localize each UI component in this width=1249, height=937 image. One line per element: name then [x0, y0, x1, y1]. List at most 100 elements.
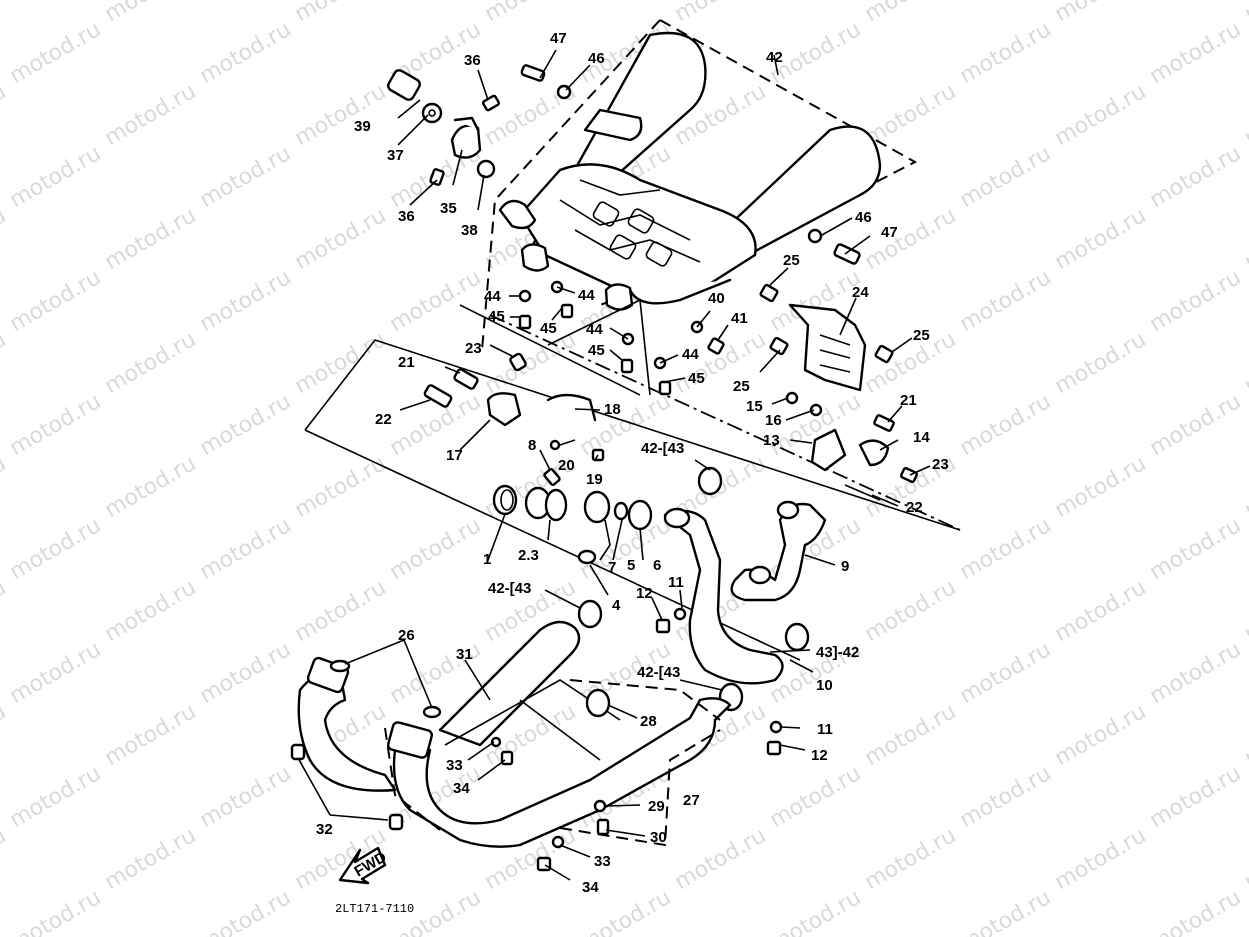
- watermark-text: motod.ru: [766, 761, 866, 833]
- parts-11-12: [655, 607, 783, 756]
- callout-14: 14: [913, 429, 930, 446]
- front-pipe-parts: [423, 352, 653, 565]
- watermark-text: motod.ru: [956, 513, 1056, 585]
- watermark-text: motod.ru: [6, 265, 106, 337]
- callout-24: 24: [852, 284, 869, 301]
- watermark-text: motod.ru: [671, 0, 771, 27]
- callout-34: 34: [453, 780, 470, 797]
- gaskets-43: [577, 466, 810, 712]
- watermark-text: motod.ru: [0, 0, 10, 27]
- callout-21: 21: [398, 354, 415, 371]
- silencer-body: [518, 108, 757, 305]
- watermark-text: motod.ru: [196, 761, 296, 833]
- silencer-mounts: [498, 199, 634, 311]
- watermark-text: motod.ru: [6, 389, 106, 461]
- callout-13: 13: [763, 432, 780, 449]
- drawing-code: 2LT171-7110: [335, 902, 414, 916]
- part-38-collar: [476, 159, 496, 179]
- watermark-text: motod.ru: [0, 823, 10, 895]
- watermark-text: motod.ru: [1241, 575, 1249, 647]
- callout-22: 22: [906, 499, 923, 516]
- callout-42: 42: [766, 49, 783, 66]
- watermark-text: motod.ru: [196, 885, 296, 937]
- callout-33: 33: [446, 757, 463, 774]
- callout-42-43: 42-[43: [641, 440, 684, 457]
- watermark-text: motod.ru: [291, 79, 391, 151]
- watermark-text: motod.ru: [196, 637, 296, 709]
- watermark-text: motod.ru: [196, 17, 296, 89]
- callout-39: 39: [354, 118, 371, 135]
- callout-11: 11: [668, 574, 684, 591]
- watermark-text: motod.ru: [6, 513, 106, 585]
- watermark-text: motod.ru: [481, 0, 581, 27]
- watermark-text: motod.ru: [861, 823, 961, 895]
- callout-44: 44: [484, 288, 501, 305]
- watermark-text: motod.ru: [1146, 761, 1246, 833]
- callout-43-42: 43]-42: [816, 644, 859, 661]
- watermark-text: motod.ru: [1146, 141, 1246, 213]
- watermark-text: motod.ru: [0, 327, 10, 399]
- watermark-text: motod.ru: [861, 327, 961, 399]
- callout-4: 4: [612, 597, 621, 614]
- callout-10: 10: [816, 677, 833, 694]
- watermark-text: motod.ru: [196, 513, 296, 585]
- callout-44: 44: [578, 287, 595, 304]
- callout-30: 30: [650, 829, 667, 846]
- part-47-bolt-b: [833, 243, 861, 265]
- watermark-text: motod.ru: [6, 141, 106, 213]
- callout-27: 27: [683, 792, 700, 809]
- watermark-text: motod.ru: [956, 389, 1056, 461]
- callout-5: 5: [627, 557, 635, 574]
- fastener-group-boundary: [459, 298, 651, 396]
- watermark-text: motod.ru: [861, 203, 961, 275]
- callout-8: 8: [528, 437, 536, 454]
- watermark-text: motod.ru: [101, 203, 201, 275]
- watermark-text: motod.ru: [1241, 79, 1249, 151]
- watermark-text: motod.ru: [956, 141, 1056, 213]
- callout-40: 40: [708, 290, 725, 307]
- watermark-text: motod.ru: [861, 699, 961, 771]
- callout-23: 23: [932, 456, 949, 473]
- watermark-text: motod.ru: [1051, 699, 1151, 771]
- callout-18: 18: [604, 401, 621, 418]
- callout-23: 23: [465, 340, 482, 357]
- callout-45: 45: [540, 320, 557, 337]
- callout-45: 45: [588, 342, 605, 359]
- watermark-text: motod.ru: [101, 451, 201, 523]
- watermark-text: motod.ru: [0, 79, 10, 151]
- watermark-text: motod.ru: [1051, 451, 1151, 523]
- watermark-text: motod.ru: [101, 575, 201, 647]
- watermark-text: motod.ru: [1146, 637, 1246, 709]
- watermark-text: motod.ru: [481, 327, 581, 399]
- watermark-text: motod.ru: [1051, 575, 1151, 647]
- watermark-text: motod.ru: [671, 327, 771, 399]
- callout-47: 47: [881, 224, 898, 241]
- callout-12: 12: [636, 585, 653, 602]
- watermark-text: motod.ru: [1051, 823, 1151, 895]
- watermark-text: motod.ru: [1051, 0, 1151, 27]
- part-25-bolts: [759, 283, 894, 364]
- callout-44: 44: [586, 321, 603, 338]
- watermark-text: motod.ru: [861, 79, 961, 151]
- exhaust-pipe-27: [386, 697, 732, 848]
- callout-33: 33: [594, 853, 611, 870]
- part-47-bolt-a: [520, 64, 546, 82]
- callout-25: 25: [733, 378, 750, 395]
- callout-47: 47: [550, 30, 567, 47]
- watermark-text: motod.ru: [196, 389, 296, 461]
- callout-46: 46: [855, 209, 872, 226]
- callout-25: 25: [783, 252, 800, 269]
- callout-21: 21: [900, 392, 917, 409]
- watermark-text: motod.ru: [291, 327, 391, 399]
- watermark-text: motod.ru: [291, 203, 391, 275]
- watermark-text: motod.ru: [196, 141, 296, 213]
- part-46-washer-b: [807, 228, 823, 244]
- callout-36: 36: [464, 52, 481, 69]
- watermark-text: motod.ru: [101, 0, 201, 27]
- callout-16: 16: [765, 412, 782, 429]
- callout-labels: 47 46 36 39 37 36 35 38 42 46 47 25 24 2…: [316, 30, 949, 896]
- part-36-bolt-a: [481, 94, 501, 112]
- callout-7: 7: [608, 559, 616, 576]
- callout-35: 35: [440, 200, 457, 217]
